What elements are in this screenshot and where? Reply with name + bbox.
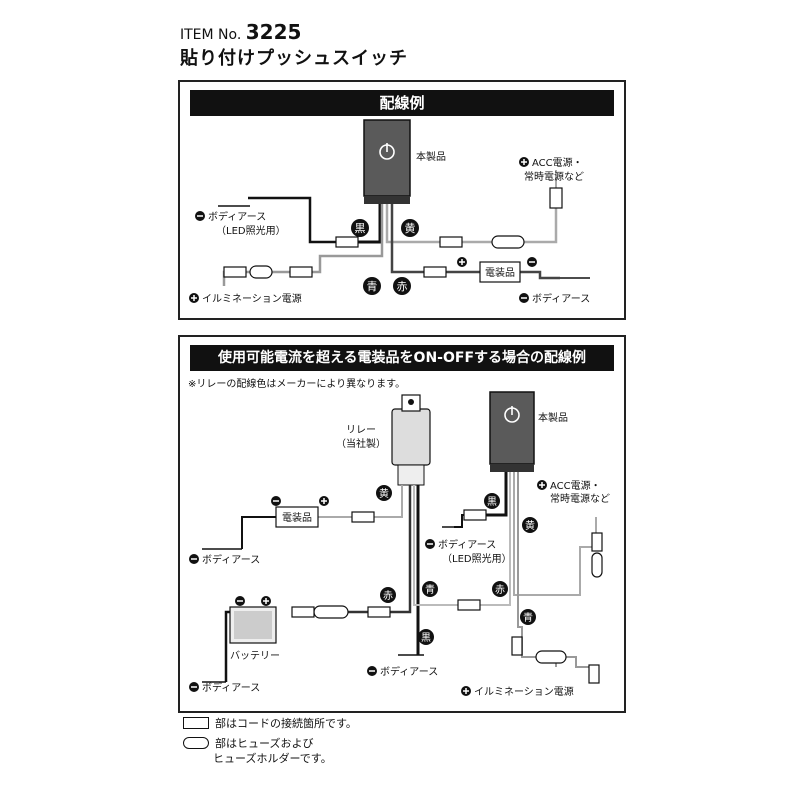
connector	[457, 599, 481, 611]
label-yellow: 黄	[405, 221, 416, 235]
relay-label-2: （当社製）	[336, 437, 386, 450]
fuse-holder	[313, 605, 349, 619]
body-earth-accessory-label: ボディアース	[202, 553, 260, 566]
label-relay-red: 赤	[383, 590, 393, 602]
label-black: 黒	[355, 222, 366, 235]
wire-black	[358, 204, 382, 244]
acc-label: ACC電源・	[532, 156, 583, 169]
relay-wiring-panel: 使用可能電流を超える電装品をON-OFFする場合の配線例 ※リレーの配線色はメー…	[178, 335, 626, 713]
label-relay-black: 黒	[421, 632, 431, 644]
relay-label: リレー	[346, 425, 376, 436]
connector	[591, 532, 603, 552]
accessory-label: 電装品	[282, 511, 312, 524]
connector	[223, 266, 247, 278]
body-earth-led-label: ボディアース	[438, 538, 496, 551]
label-yellow: 黄	[525, 519, 535, 532]
connector	[335, 236, 359, 248]
wire-blue	[312, 204, 384, 274]
label-blue-illum: 青	[523, 611, 533, 624]
item-number-value: 3225	[245, 20, 302, 44]
body-earth-led-label: ボディアース	[208, 210, 266, 223]
connector	[351, 511, 375, 523]
accessory-label: 電装品	[485, 266, 515, 279]
battery-label: バッテリー	[230, 650, 280, 662]
body-earth-label: ボディアース	[532, 292, 590, 305]
relay-wiring-banner: 使用可能電流を超える電装品をON-OFFする場合の配線例	[190, 345, 614, 371]
connector	[289, 266, 313, 278]
acc-label: ACC電源・	[550, 479, 601, 492]
body-earth-relay-label: ボディアース	[380, 665, 438, 678]
acc-label-2: 常時電源など	[524, 170, 584, 183]
label-black: 黒	[487, 496, 497, 508]
item-label: ITEM No.	[180, 27, 242, 43]
connector	[463, 509, 487, 521]
connector-legend-icon	[183, 717, 209, 729]
wire-yellow	[385, 204, 440, 244]
body-earth-led-label-2: （LED照光用）	[216, 224, 286, 237]
connector-legend-text: 部はコードの接続箇所です。	[215, 717, 357, 730]
badge-yellow	[401, 219, 419, 237]
fuse-legend-text: 部はヒューズおよび	[215, 737, 314, 750]
acc-label-2: 常時電源など	[550, 492, 610, 505]
accessory-box	[275, 506, 319, 528]
illumination-label: イルミネーション電源	[474, 685, 574, 698]
body-earth-battery-label: ボディアース	[202, 681, 260, 694]
label-blue: 青	[367, 280, 378, 293]
wiring-diagram-1: 黒 黄 青 赤 本製品 ACC電源・ 常時電源など ボディアース （LED照光用…	[189, 119, 590, 305]
fuse-holder	[591, 552, 603, 578]
badge-red	[393, 277, 411, 295]
wiring-example-banner: 配線例	[190, 90, 614, 116]
wiring-diagram-2: ※リレーの配線色はメーカーにより異なります。	[188, 377, 610, 698]
relay-wire-yellow	[374, 485, 403, 518]
wiring-example-panel: 配線例 黒	[178, 80, 626, 320]
switch-body	[489, 391, 535, 465]
connector	[549, 187, 563, 209]
label-relay-yellow: 黄	[379, 487, 389, 500]
fuse-holder	[249, 265, 273, 279]
connector	[423, 266, 447, 278]
connector	[439, 236, 463, 248]
fuse-legend-text-2: ヒューズホルダーです。	[213, 752, 332, 765]
product-title: 貼り付けプッシュスイッチ	[180, 48, 408, 69]
accessory-box	[479, 261, 521, 283]
connector	[367, 606, 391, 618]
fuse-holder	[491, 235, 525, 249]
fuse-holder	[535, 650, 567, 664]
relay-wire-red	[390, 485, 412, 614]
connector	[291, 606, 315, 618]
switch-base	[364, 196, 410, 204]
wire-red	[390, 204, 424, 274]
fuse-legend-icon	[183, 737, 209, 749]
wire-red	[502, 472, 511, 606]
badge-black	[351, 219, 369, 237]
label-red: 赤	[397, 280, 408, 293]
wire-black	[486, 472, 508, 517]
illumination-label: イルミネーション電源	[202, 292, 302, 305]
relay-note: ※リレーの配線色はメーカーにより異なります。	[188, 377, 405, 390]
badge-blue	[363, 277, 381, 295]
product-label: 本製品	[538, 411, 568, 424]
product-label: 本製品	[416, 150, 446, 163]
relay-body	[391, 408, 431, 466]
item-number: ITEM No. 3225	[180, 20, 301, 44]
connector	[588, 664, 600, 684]
body-earth-led-label-2: （LED照光用）	[442, 552, 512, 565]
switch-body	[363, 119, 411, 197]
connector	[511, 636, 523, 656]
label-red: 赤	[495, 584, 505, 596]
label-blue: 青	[425, 583, 435, 596]
